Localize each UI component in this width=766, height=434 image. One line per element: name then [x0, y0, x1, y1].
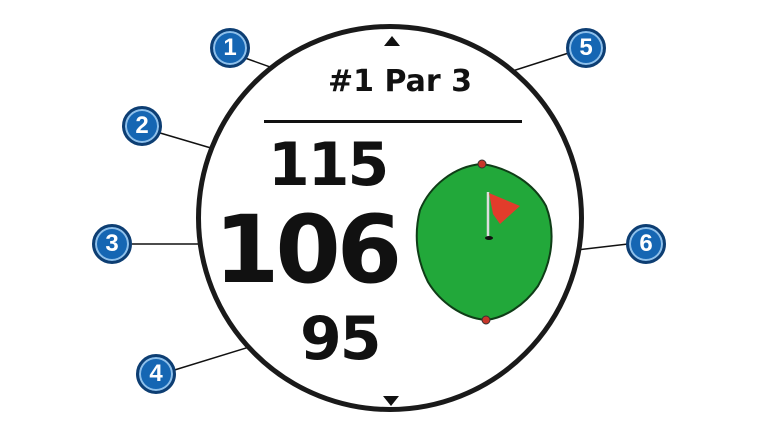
flag-cup: [485, 236, 493, 240]
callout-1: 1: [210, 28, 250, 68]
green-shape: [417, 164, 552, 320]
callout-3: 3: [92, 224, 132, 264]
back-pin-dot: [478, 160, 486, 168]
callout-5: 5: [566, 28, 606, 68]
callout-4: 4: [136, 354, 176, 394]
callout-2: 2: [122, 106, 162, 146]
callout-6: 6: [626, 224, 666, 264]
front-pin-dot: [482, 316, 490, 324]
